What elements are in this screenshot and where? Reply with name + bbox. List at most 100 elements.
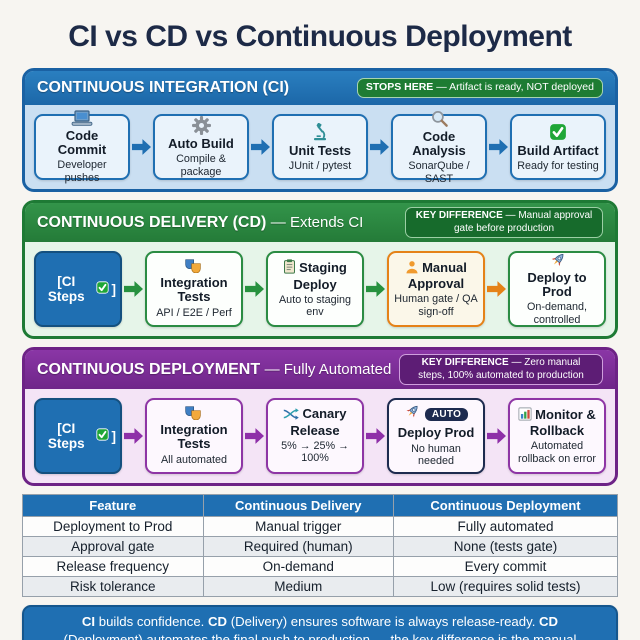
step-subtitle: SonarQube / SAST — [408, 160, 470, 185]
ci-steps-ref-box: [CI Steps ] — [34, 398, 122, 474]
step-title: Code Commit — [57, 127, 107, 158]
step-subtitle: Auto to staging env — [278, 293, 352, 319]
table-row: Deployment to Prod Manual trigger Fully … — [22, 516, 618, 537]
step-manual-approval: Manual Approval Human gate / QA sign-off — [387, 251, 485, 327]
step-subtitle: Compile & package — [176, 153, 226, 178]
col-header-feature: Feature — [22, 494, 204, 517]
step-title: Unit Tests — [289, 142, 351, 158]
ci-section-title: CONTINUOUS INTEGRATION (CI) — [37, 79, 289, 97]
table-cell: On-demand — [202, 556, 394, 577]
arrow-icon — [366, 281, 385, 297]
shuffle-icon — [283, 408, 300, 423]
table-cell: Fully automated — [393, 516, 618, 537]
step-title: Integration Tests — [151, 259, 237, 305]
section-continuous-deployment: CONTINUOUS DEPLOYMENT — Fully Automated … — [22, 347, 618, 486]
step-auto-build: Auto Build Compile & package — [153, 114, 249, 180]
step-monitor-rollback: Monitor & Rollback Automated rollback on… — [508, 398, 606, 474]
step-title: Staging Deploy — [272, 259, 358, 292]
step-title: Deploy to Prod — [527, 269, 587, 300]
step-auto-deploy-prod: AUTO Deploy Prod No human needed — [387, 398, 485, 474]
table-cell: Deployment to Prod — [22, 516, 204, 537]
check-icon — [95, 428, 109, 444]
step-integration-tests-cd: Integration Tests API / E2E / Perf — [145, 251, 243, 327]
step-unit-tests: Unit Tests JUnit / pytest — [272, 114, 368, 180]
cdep-flow: [CI Steps ] Integration Tests All automa… — [25, 389, 615, 483]
arrow-icon — [124, 281, 143, 297]
step-subtitle: API / E2E / Perf — [156, 306, 232, 319]
step-title: Auto Build — [168, 135, 234, 151]
step-subtitle: Human gate / QA sign-off — [394, 293, 478, 318]
arrow-icon — [487, 428, 506, 444]
arrow-icon — [245, 428, 264, 444]
masks-icon — [184, 259, 201, 276]
summary-footer: CI builds confidence. CD (Delivery) ensu… — [22, 605, 618, 640]
clipboard-icon — [283, 259, 296, 277]
ci-ref-label: [CI Steps — [47, 421, 85, 451]
col-header-continuous-deployment: Continuous Deployment — [393, 494, 618, 517]
step-staging-deploy: Staging Deploy Auto to staging env — [266, 251, 364, 327]
step-title: Integration Tests — [151, 406, 237, 452]
step-title: Build Artifact — [517, 142, 599, 158]
step-subtitle: 5% → 25% → 100% — [281, 439, 349, 465]
table-cell: Risk tolerance — [22, 576, 204, 597]
table-cell: Every commit — [393, 556, 618, 577]
arrow-icon — [124, 428, 143, 444]
cd-flow: [CI Steps ] Integration Tests API / E2E … — [25, 242, 615, 336]
step-code-commit: Code Commit Developer pushes — [34, 110, 130, 184]
step-title: Code Analysis — [412, 128, 466, 159]
step-build-artifact: Build Artifact Ready for testing — [510, 114, 606, 180]
step-title: Deploy Prod — [397, 425, 475, 441]
step-subtitle: All automated — [160, 453, 228, 466]
arrow-icon — [366, 428, 385, 444]
person-icon — [405, 260, 419, 277]
table-header-row: Feature Continuous Delivery Continuous D… — [22, 494, 618, 517]
arrow-icon — [489, 139, 508, 155]
check-icon — [95, 281, 109, 297]
ci-header-main: CONTINUOUS INTEGRATION (CI) — [37, 79, 290, 96]
table-cell: Required (human) — [202, 536, 394, 557]
cdep-section-header: CONTINUOUS DEPLOYMENT — Fully Automated … — [25, 350, 615, 389]
ci-steps-ref-box: [CI Steps ] — [34, 251, 122, 327]
table-row: Approval gate Required (human) None (tes… — [22, 536, 618, 557]
step-title: Canary Release — [272, 407, 358, 438]
key-difference-badge-cdep: KEY DIFFERENCE — Zero manual steps, 100%… — [399, 354, 603, 385]
ci-ref-label-suffix: ] — [111, 428, 117, 444]
cd-header-suffix: — Extends CI — [270, 213, 364, 231]
step-subtitle: On-demand, controlled — [526, 301, 587, 326]
section-continuous-delivery: CONTINUOUS DELIVERY (CD) — Extends CI KE… — [22, 200, 618, 339]
arrow-icon — [251, 139, 270, 155]
cdep-header-main: CONTINUOUS DEPLOYMENT — [37, 360, 261, 378]
magnifier-icon — [397, 109, 481, 128]
microscope-icon — [278, 122, 362, 142]
cd-section-header: CONTINUOUS DELIVERY (CD) — Extends CI KE… — [25, 203, 615, 242]
step-subtitle: Automated rollback on error — [517, 440, 596, 465]
ci-ref-label-suffix: ] — [111, 281, 117, 297]
col-header-continuous-delivery: Continuous Delivery — [202, 494, 394, 517]
check-icon — [516, 122, 600, 142]
rocket-icon — [514, 252, 600, 269]
step-subtitle: Ready for testing — [517, 159, 599, 172]
section-continuous-integration: CONTINUOUS INTEGRATION (CI) STOPS HERE —… — [22, 68, 618, 192]
laptop-icon — [40, 110, 124, 127]
step-title: Manual Approval — [393, 260, 479, 292]
arrow-icon — [245, 281, 264, 297]
step-subtitle: No human needed — [411, 442, 461, 468]
ci-ref-label: [CI Steps — [47, 274, 85, 304]
step-subtitle: JUnit / pytest — [288, 159, 352, 172]
ci-flow: Code Commit Developer pushes Auto Build … — [25, 105, 615, 189]
table-cell: Approval gate — [22, 536, 204, 557]
step-deploy-to-prod: Deploy to Prod On-demand, controlled — [508, 251, 606, 327]
cdep-section-title: CONTINUOUS DEPLOYMENT — Fully Automated — [37, 361, 391, 379]
table-cell: None (tests gate) — [393, 536, 618, 557]
table-cell: Medium — [202, 576, 394, 597]
step-subtitle: Developer pushes — [57, 159, 107, 184]
table-cell: Release frequency — [22, 556, 204, 577]
page-title: CI vs CD vs Continuous Deployment — [68, 20, 572, 53]
cd-header-main: CONTINUOUS DELIVERY (CD) — [37, 213, 267, 231]
table-cell: Manual trigger — [202, 516, 394, 537]
comparison-table: Feature Continuous Delivery Continuous D… — [22, 494, 618, 597]
step-canary-release: Canary Release 5% → 25% → 100% — [266, 398, 364, 474]
cdep-header-suffix: — Fully Automated — [264, 360, 392, 378]
stops-here-badge: STOPS HERE — Artifact is ready, NOT depl… — [356, 78, 603, 98]
